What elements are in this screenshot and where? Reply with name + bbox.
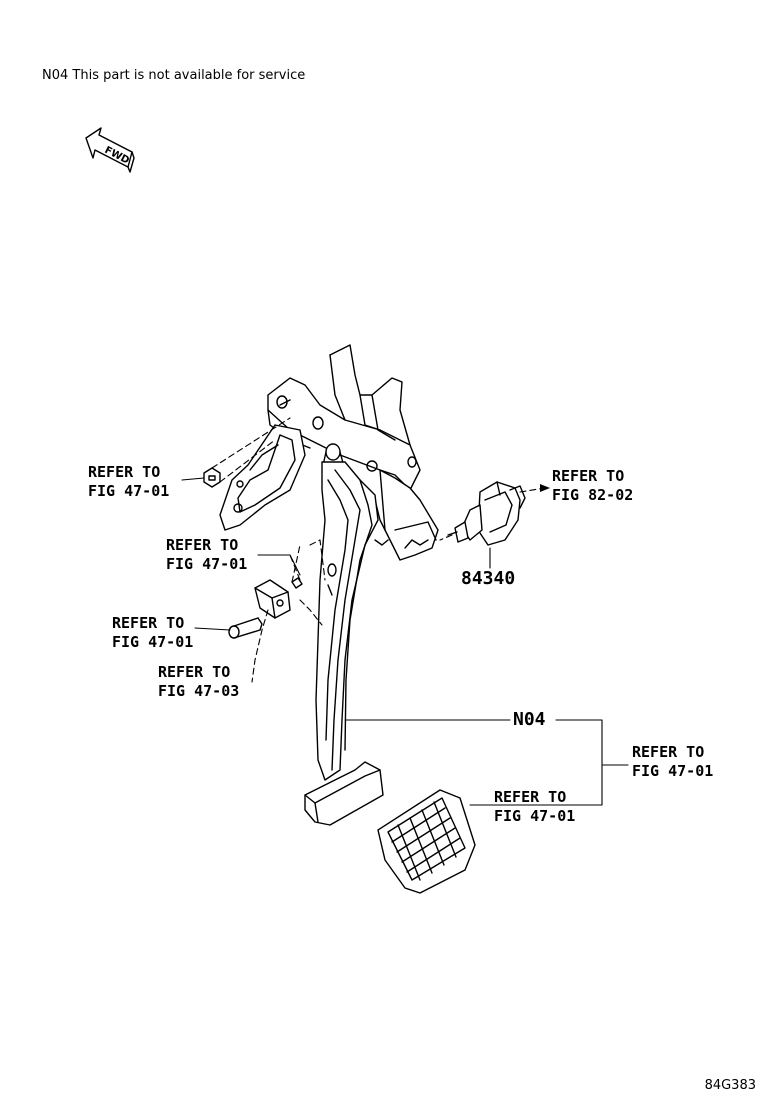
drawing-code: 84G383 — [704, 1078, 756, 1093]
callout-refer-connector[interactable]: REFER TO FIG 82-02 — [552, 467, 633, 505]
callout-line-2: FIG 82-02 — [552, 486, 634, 504]
stop-lamp-switch — [447, 481, 526, 546]
callout-line-1: REFER TO — [88, 463, 161, 481]
pedal-bracket — [219, 344, 439, 561]
callout-line-1: REFER TO — [552, 467, 625, 485]
nut-part — [203, 467, 221, 488]
pedal-arm — [315, 461, 379, 781]
callout-line-2: FIG 47-01 — [88, 482, 170, 500]
callout-line-1: REFER TO — [112, 614, 185, 632]
callout-refer-nut[interactable]: REFER TO FIG 47-01 — [88, 463, 169, 501]
arrow-to-connector-icon — [540, 484, 550, 492]
callout-line-1: REFER TO — [494, 788, 567, 806]
part-number-pedal[interactable]: N04 — [513, 709, 546, 730]
callout-line-2: FIG 47-01 — [494, 807, 576, 825]
callout-line-2: FIG 47-01 — [632, 762, 714, 780]
clevis-pin-part — [228, 617, 263, 639]
callout-line-1: REFER TO — [158, 663, 231, 681]
callout-refer-bracket-right[interactable]: REFER TO FIG 47-01 — [632, 743, 713, 781]
callout-line-1: REFER TO — [166, 536, 239, 554]
callout-line-2: FIG 47-01 — [166, 555, 248, 573]
pedal-clip-part — [254, 579, 291, 619]
callout-line-2: FIG 47-03 — [158, 682, 240, 700]
part-number-switch[interactable]: 84340 — [461, 568, 516, 589]
pedal-pad — [377, 789, 476, 894]
callout-refer-pin[interactable]: REFER TO FIG 47-01 — [112, 614, 193, 652]
leader-lines — [181, 477, 629, 806]
pedal-lever — [304, 761, 384, 826]
callout-refer-pad[interactable]: REFER TO FIG 47-01 — [494, 788, 575, 826]
callout-line-2: FIG 47-01 — [112, 633, 194, 651]
small-clip-part — [291, 577, 303, 589]
callout-refer-clip[interactable]: REFER TO FIG 47-01 — [166, 536, 247, 574]
service-note: N04 This part is not available for servi… — [42, 68, 306, 83]
fwd-arrow-icon: FWD — [85, 127, 135, 173]
callout-refer-stopper[interactable]: REFER TO FIG 47-03 — [158, 663, 239, 701]
phantom-lines — [211, 417, 546, 683]
callout-line-1: REFER TO — [632, 743, 705, 761]
